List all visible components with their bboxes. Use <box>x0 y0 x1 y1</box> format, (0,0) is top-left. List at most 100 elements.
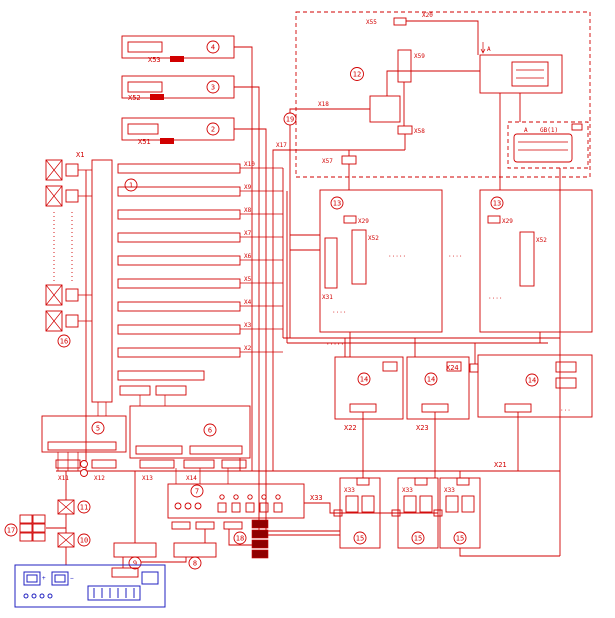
relay-symbol <box>45 159 79 181</box>
component-12-number: 12 <box>353 71 361 79</box>
label-bar-x2: X2 <box>244 345 252 352</box>
annotation-dots: ····· <box>388 253 406 260</box>
component-15-number: 15 <box>456 535 464 543</box>
component-14-marker <box>525 373 539 387</box>
wiring-layer <box>46 20 561 568</box>
component-1-marker <box>124 178 138 192</box>
relay-symbol <box>45 310 79 332</box>
label-x53: X53 <box>148 56 161 64</box>
annotation-dots: ···· <box>332 309 346 316</box>
component-19-number: 19 <box>286 116 294 124</box>
annotation-dots: ···· <box>448 253 462 260</box>
wire-junction <box>80 460 88 468</box>
component-4-marker <box>206 40 220 54</box>
label-x33-module: X33 <box>402 487 413 494</box>
label-a: A <box>487 46 491 53</box>
component-14-marker <box>424 372 438 386</box>
module-15-b: X33 15 <box>391 477 439 549</box>
label-x1: X1 <box>76 151 84 159</box>
label-x24: X24 <box>446 364 459 372</box>
connector-x52 <box>150 94 164 100</box>
component-8-marker <box>188 556 202 570</box>
label-x17: X17 <box>276 142 287 149</box>
connector-x55 <box>393 17 407 26</box>
relay-block <box>369 95 401 123</box>
component-13-marker <box>490 196 504 210</box>
connector-x53 <box>170 56 184 62</box>
label-x20: X20 <box>422 12 433 19</box>
component-16-marker <box>57 334 71 348</box>
module-14-c: 14 ··· <box>469 354 593 418</box>
label-x23: X23 <box>416 424 429 432</box>
component-15-number: 15 <box>356 535 364 543</box>
connector-x24 <box>469 363 479 373</box>
label-x18: X18 <box>318 101 329 108</box>
unit-7: 7 <box>167 483 305 530</box>
component-9-number: 9 <box>133 560 137 568</box>
component-6-marker <box>203 423 217 437</box>
component-18-number: 18 <box>236 535 244 543</box>
label-x52: X52 <box>128 94 141 102</box>
component-5-number: 5 <box>96 425 100 433</box>
annotation-dots: ····· <box>326 341 344 348</box>
connector-x52-module <box>519 231 535 287</box>
module-15-c: X33 15 <box>433 477 481 549</box>
component-10-marker <box>77 533 91 547</box>
component-14-number: 14 <box>427 376 435 384</box>
module-15-a: X33 15 <box>333 477 381 549</box>
component-3-number: 3 <box>211 84 215 92</box>
label-a-gb: A <box>524 127 528 134</box>
label-bar-x6: X6 <box>244 253 252 260</box>
component-1-number: 1 <box>129 182 133 190</box>
unit-5: 5 <box>41 415 127 453</box>
label-x21: X21 <box>494 461 507 469</box>
component-7-marker <box>190 484 204 498</box>
label-plus: + <box>42 575 46 582</box>
unit-gb: A GB(1) <box>507 121 589 169</box>
label-minus: − <box>70 575 74 582</box>
label-x22: X22 <box>344 424 357 432</box>
connector-x57 <box>341 155 357 165</box>
label-x33-module: X33 <box>344 487 355 494</box>
battery-connector <box>111 567 139 578</box>
unit-17: 17 <box>4 514 46 542</box>
module-14-b: 14 <box>406 356 470 420</box>
label-bar-x3: X3 <box>244 322 252 329</box>
component-16-number: 16 <box>60 338 68 346</box>
label-x51: X51 <box>138 138 151 146</box>
label-x33-wire: X33 <box>310 494 323 502</box>
unit-11: 11 <box>57 499 91 515</box>
label-bar-x9: X9 <box>244 184 252 191</box>
label-bar-x10: X10 <box>244 161 255 168</box>
unit-8: 8 <box>173 542 217 570</box>
label-x29-right: X29 <box>502 218 513 225</box>
annotation-dots: ··· <box>560 407 571 414</box>
wire-junction <box>80 469 88 477</box>
label-x11: X11 <box>58 475 69 482</box>
label-x29: X29 <box>358 218 369 225</box>
label-x58: X58 <box>414 128 425 135</box>
component-15-marker <box>453 531 467 545</box>
component-11-number: 11 <box>80 504 88 512</box>
component-19-marker <box>283 112 297 126</box>
unit-9: 9 <box>113 542 157 570</box>
label-x13: X13 <box>142 475 153 482</box>
label-bar-x5: X5 <box>244 276 252 283</box>
terminal-ladder-unit-1: X1 1 X10 X9 X8 X7 X6 X5 X4 X3 X2 <box>76 151 255 403</box>
label-bar-x7: X7 <box>244 230 252 237</box>
connector-x51 <box>160 138 174 144</box>
component-4-number: 4 <box>211 44 215 52</box>
unit-2: 2 <box>121 117 235 141</box>
connector-x29 <box>487 215 501 224</box>
component-8-number: 8 <box>193 560 197 568</box>
component-17-number: 17 <box>7 527 15 535</box>
component-6-number: 6 <box>208 427 212 435</box>
component-9-marker <box>128 556 142 570</box>
module-14-a: 14 <box>334 356 404 420</box>
component-5-marker <box>91 421 105 435</box>
connector-x29 <box>343 215 357 224</box>
relay-symbol <box>45 185 79 207</box>
label-x52-right: X52 <box>536 237 547 244</box>
component-14-number: 14 <box>528 377 536 385</box>
